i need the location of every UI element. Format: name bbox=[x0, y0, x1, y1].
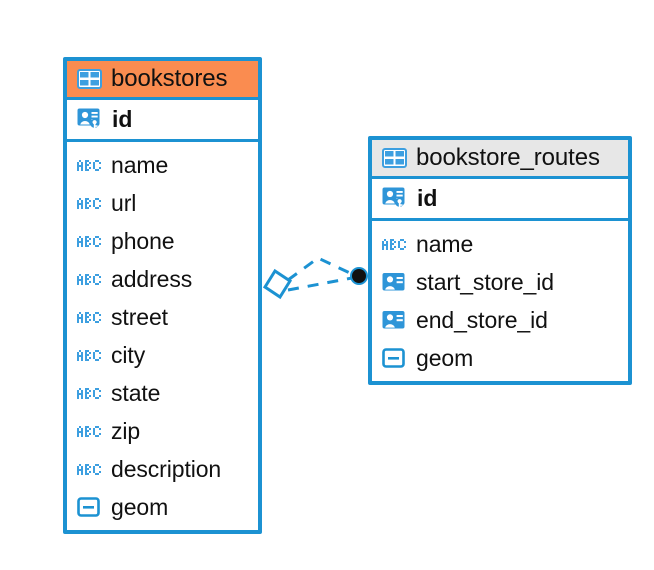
entity-title: bookstore_routes bbox=[416, 144, 600, 171]
text-type-icon bbox=[77, 272, 102, 287]
field-label: city bbox=[111, 342, 146, 369]
field-label: street bbox=[111, 304, 168, 331]
primary-key-icon bbox=[77, 106, 103, 132]
diamond-marker bbox=[262, 268, 293, 300]
field-row-id[interactable]: id bbox=[372, 179, 628, 222]
text-type-icon bbox=[382, 237, 407, 252]
foreign-key-icon bbox=[382, 310, 407, 330]
field-label: description bbox=[111, 456, 222, 483]
field-label: name bbox=[111, 152, 169, 179]
foreign-key-icon bbox=[382, 272, 407, 292]
field-label: end_store_id bbox=[416, 307, 548, 334]
text-type-icon bbox=[77, 424, 102, 439]
text-type-icon bbox=[77, 310, 102, 325]
field-row-id[interactable]: id bbox=[67, 100, 258, 143]
entity-header-bookstore-routes[interactable]: bookstore_routes bbox=[372, 140, 628, 180]
relationship-line-lower bbox=[287, 276, 353, 292]
relationship-line-upper bbox=[287, 256, 353, 282]
field-label: phone bbox=[111, 228, 175, 255]
field-list-bookstore-routes: name start_store_id bbox=[372, 221, 628, 382]
text-type-icon bbox=[77, 462, 102, 477]
text-type-icon bbox=[77, 196, 102, 211]
text-type-icon bbox=[77, 386, 102, 401]
entity-bookstores[interactable]: bookstores id bbox=[63, 57, 262, 535]
field-list-bookstores: name bbox=[67, 142, 258, 531]
field-row-zip[interactable]: zip bbox=[67, 412, 258, 451]
field-row-geom[interactable]: geom bbox=[67, 488, 258, 527]
field-row-geom[interactable]: geom bbox=[372, 339, 628, 378]
geometry-type-icon bbox=[382, 347, 407, 369]
field-label: zip bbox=[111, 418, 141, 445]
entity-title: bookstores bbox=[111, 65, 228, 92]
field-row-name[interactable]: name bbox=[372, 225, 628, 264]
field-label: id bbox=[417, 185, 438, 212]
filled-circle-marker bbox=[350, 267, 368, 285]
field-label: state bbox=[111, 380, 161, 407]
text-type-icon bbox=[77, 158, 102, 173]
field-row-address[interactable]: address bbox=[67, 260, 258, 299]
field-label: url bbox=[111, 190, 137, 217]
field-label: geom bbox=[416, 345, 474, 372]
field-row-state[interactable]: state bbox=[67, 374, 258, 413]
field-row-end-store-id[interactable]: end_store_id bbox=[372, 301, 628, 340]
field-label: start_store_id bbox=[416, 269, 554, 296]
text-type-icon bbox=[77, 234, 102, 249]
field-row-phone[interactable]: phone bbox=[67, 222, 258, 261]
text-type-icon bbox=[77, 348, 102, 363]
field-row-url[interactable]: url bbox=[67, 184, 258, 223]
table-icon bbox=[77, 68, 102, 89]
geometry-type-icon bbox=[77, 496, 102, 518]
field-row-city[interactable]: city bbox=[67, 336, 258, 375]
field-row-description[interactable]: description bbox=[67, 450, 258, 489]
entity-bookstore-routes[interactable]: bookstore_routes id bbox=[368, 136, 632, 386]
field-label: id bbox=[112, 106, 133, 133]
primary-key-icon bbox=[382, 185, 408, 211]
field-row-start-store-id[interactable]: start_store_id bbox=[372, 263, 628, 302]
field-row-street[interactable]: street bbox=[67, 298, 258, 337]
field-label: geom bbox=[111, 494, 169, 521]
table-icon bbox=[382, 147, 407, 168]
field-label: address bbox=[111, 266, 193, 293]
field-row-name[interactable]: name bbox=[67, 146, 258, 185]
field-label: name bbox=[416, 231, 474, 258]
entity-header-bookstores[interactable]: bookstores bbox=[67, 61, 258, 101]
